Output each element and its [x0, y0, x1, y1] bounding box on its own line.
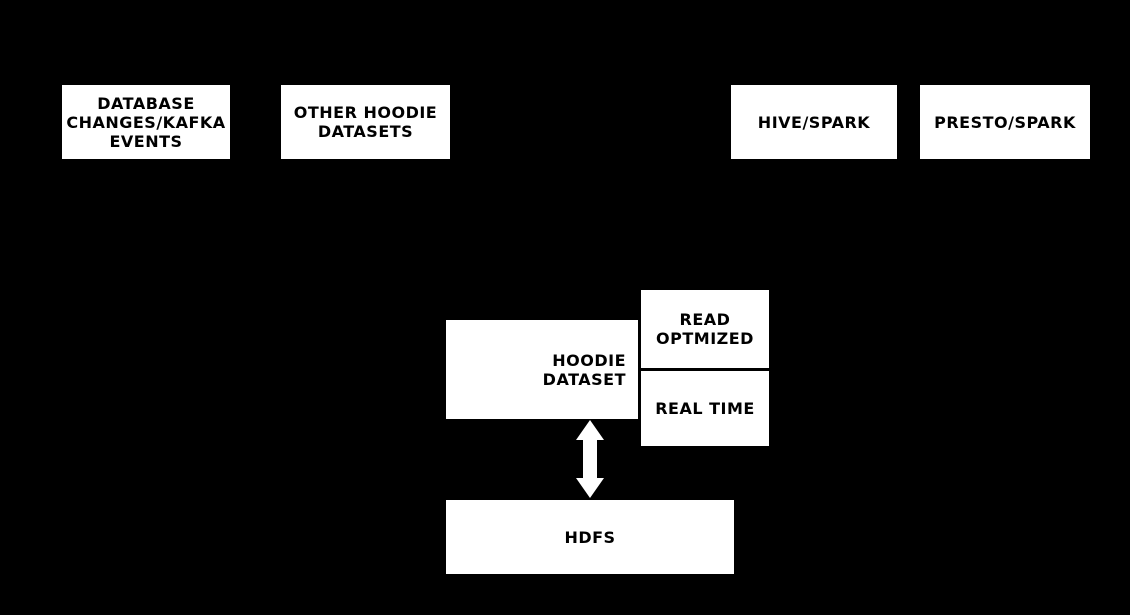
- node-label-line: DATASET: [542, 369, 626, 389]
- node-label-line: PRESTO/SPARK: [934, 112, 1076, 132]
- node-label-line: READ: [679, 310, 731, 329]
- node-other-hoodie-datasets: OTHER HOODIE DATASETS: [281, 85, 450, 159]
- node-real-time: REAL TIME: [641, 371, 769, 446]
- node-label-line: REAL TIME: [655, 399, 755, 418]
- node-database-changes-kafka-events: DATABASE CHANGES/KAFKA EVENTS: [62, 85, 230, 159]
- node-label-line: HOODIE: [552, 350, 626, 370]
- node-label-line: DATASETS: [317, 122, 414, 141]
- node-read-optimized: READ OPTMIZED: [641, 290, 769, 368]
- node-label-line: OTHER HOODIE: [293, 103, 438, 122]
- node-label-line: CHANGES/KAFKA: [66, 112, 226, 132]
- node-hdfs: HDFS: [446, 500, 734, 574]
- node-label-line: DATABASE: [97, 93, 195, 113]
- node-label-line: HIVE/SPARK: [757, 112, 871, 132]
- node-presto-spark: PRESTO/SPARK: [920, 85, 1090, 159]
- node-label-line: HDFS: [564, 527, 616, 547]
- node-hoodie-dataset: HOODIE DATASET: [446, 320, 638, 419]
- node-label-line: OPTMIZED: [656, 329, 754, 348]
- bidirectional-arrow-icon: [576, 420, 604, 498]
- node-hive-spark: HIVE/SPARK: [731, 85, 897, 159]
- node-label-line: EVENTS: [109, 131, 183, 151]
